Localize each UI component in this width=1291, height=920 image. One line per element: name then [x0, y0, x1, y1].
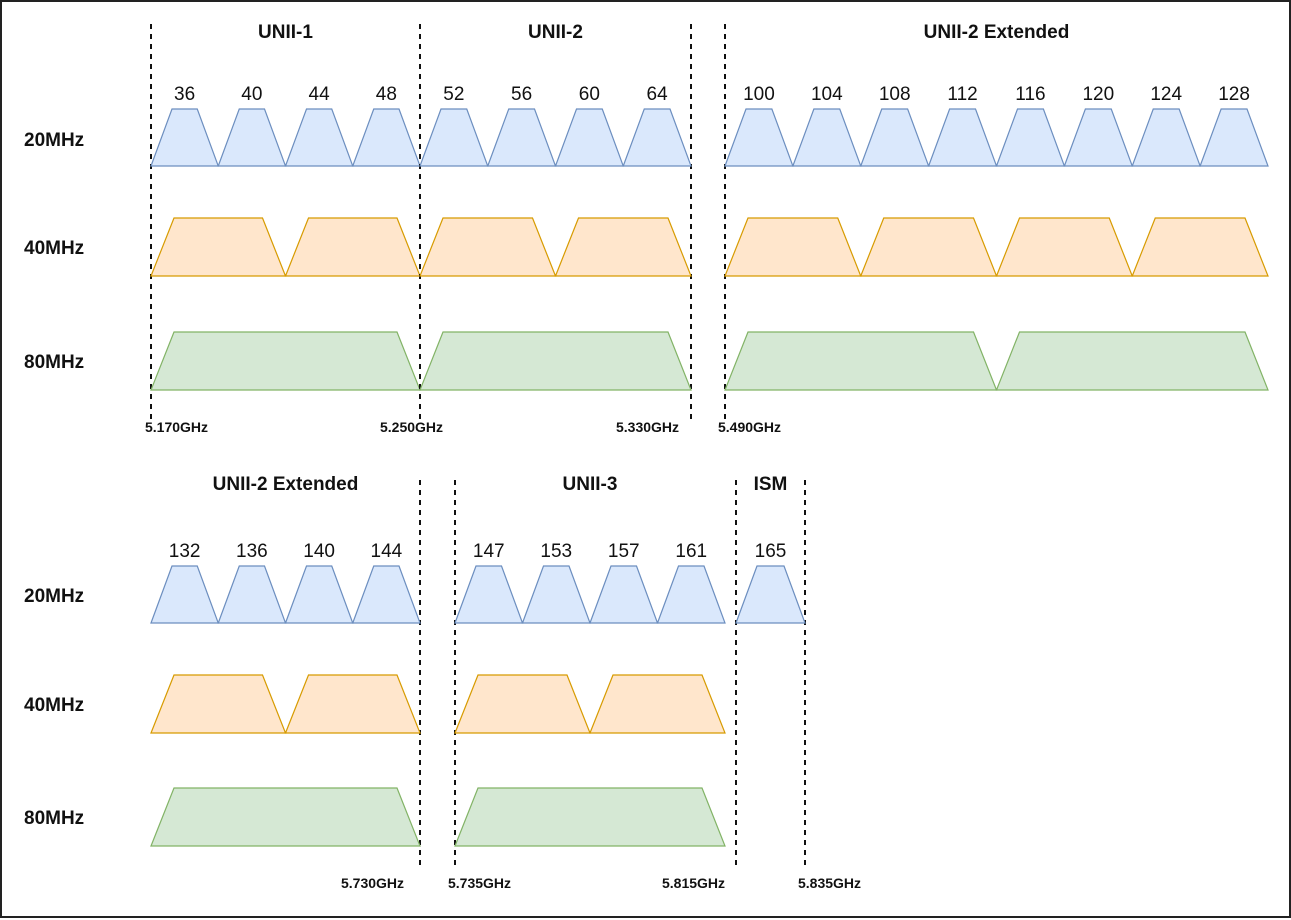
channel-number-label: 147	[473, 541, 505, 562]
channel-number-label: 153	[540, 541, 572, 562]
end-frequency-label: 5.730GHz	[341, 875, 404, 891]
channel-20mhz-block	[351, 565, 421, 624]
band-label: ISM	[754, 474, 788, 495]
channel-80mhz-block	[150, 787, 421, 847]
channel-number-label: 100	[743, 84, 775, 105]
channel-80mhz-block	[150, 331, 421, 391]
channel-number-label: 64	[647, 84, 669, 105]
row-label-40mhz: 40MHz	[24, 695, 84, 716]
channel-20mhz-block	[1199, 108, 1269, 167]
end-frequency-label: 5.815GHz	[662, 875, 725, 891]
channel-20mhz-block	[589, 565, 659, 624]
channel-20mhz-block	[1131, 108, 1201, 167]
channel-number-label: 144	[371, 541, 403, 562]
channel-number-label: 124	[1150, 84, 1182, 105]
channel-20mhz-block	[150, 565, 220, 624]
channel-20mhz-block	[1063, 108, 1134, 167]
row-label-80mhz: 80MHz	[24, 808, 84, 829]
end-frequency-label: 5.330GHz	[616, 419, 679, 435]
channel-20mhz-block	[656, 565, 726, 624]
channel-20mhz-block	[454, 565, 524, 624]
channel-number-label: 48	[376, 84, 397, 105]
channel-number-label: 40	[241, 84, 262, 105]
channel-number-label: 157	[608, 541, 640, 562]
channel-number-label: 60	[579, 84, 600, 105]
start-frequency-label: 5.490GHz	[718, 419, 781, 435]
channel-20mhz-block	[521, 565, 591, 624]
channel-number-label: 132	[169, 541, 201, 562]
channel-40mhz-block	[454, 674, 591, 734]
channel-20mhz-block	[792, 108, 862, 167]
band-label: UNII-2	[528, 22, 583, 43]
row-label-20mhz: 20MHz	[24, 130, 84, 151]
channel-number-label: 44	[309, 84, 331, 105]
channel-number-label: 136	[236, 541, 268, 562]
channel-20mhz-block	[554, 108, 625, 167]
channel-number-label: 116	[1015, 84, 1045, 105]
channel-20mhz-block	[486, 108, 557, 167]
channel-40mhz-block	[554, 217, 692, 277]
start-frequency-label: 5.170GHz	[145, 419, 208, 435]
channel-number-label: 112	[947, 84, 977, 105]
band-label: UNII-2 Extended	[924, 22, 1070, 43]
row-label-80mhz: 80MHz	[24, 352, 84, 373]
band-label: UNII-3	[563, 474, 618, 495]
channel-80mhz-block	[995, 331, 1269, 391]
channel-20mhz-block	[622, 108, 692, 167]
channel-number-label: 120	[1082, 84, 1114, 105]
channel-20mhz-block	[724, 108, 794, 167]
channel-40mhz-block	[419, 217, 557, 277]
channel-20mhz-block	[995, 108, 1066, 167]
channel-number-label: 108	[879, 84, 911, 105]
end-frequency-label: 5.835GHz	[798, 875, 861, 891]
channel-20mhz-block	[351, 108, 421, 167]
row-label-20mhz: 20MHz	[24, 586, 84, 607]
channel-number-label: 128	[1218, 84, 1250, 105]
channel-20mhz-block	[419, 108, 489, 167]
channel-40mhz-block	[284, 674, 421, 734]
start-frequency-label: 5.735GHz	[448, 875, 511, 891]
channel-20mhz-block	[284, 565, 354, 624]
channel-number-label: 161	[675, 541, 707, 562]
channel-20mhz-block	[927, 108, 998, 167]
channel-20mhz-block	[284, 108, 354, 167]
channel-20mhz-block	[217, 108, 287, 167]
channel-number-label: 36	[174, 84, 195, 105]
channel-80mhz-block	[419, 331, 692, 391]
channel-80mhz-block	[454, 787, 726, 847]
channel-number-label: 104	[811, 84, 843, 105]
band-label: UNII-2 Extended	[213, 474, 359, 495]
channel-20mhz-block	[217, 565, 287, 624]
channel-20mhz-block	[150, 108, 220, 167]
band-label: UNII-1	[258, 22, 313, 43]
channel-20mhz-block	[735, 565, 806, 624]
start-frequency-label: 5.250GHz	[380, 419, 443, 435]
channel-number-label: 140	[303, 541, 335, 562]
channel-number-label: 56	[511, 84, 532, 105]
channel-40mhz-block	[150, 674, 287, 734]
channel-40mhz-block	[859, 217, 998, 277]
channel-40mhz-block	[284, 217, 421, 277]
channel-40mhz-block	[995, 217, 1134, 277]
channel-80mhz-block	[724, 331, 998, 391]
channel-40mhz-block	[589, 674, 726, 734]
channel-40mhz-block	[1131, 217, 1269, 277]
channel-40mhz-block	[150, 217, 287, 277]
channel-40mhz-block	[724, 217, 862, 277]
channel-number-label: 165	[755, 541, 787, 562]
row-label-40mhz: 40MHz	[24, 238, 84, 259]
channel-number-label: 52	[443, 84, 464, 105]
channel-20mhz-block	[859, 108, 930, 167]
